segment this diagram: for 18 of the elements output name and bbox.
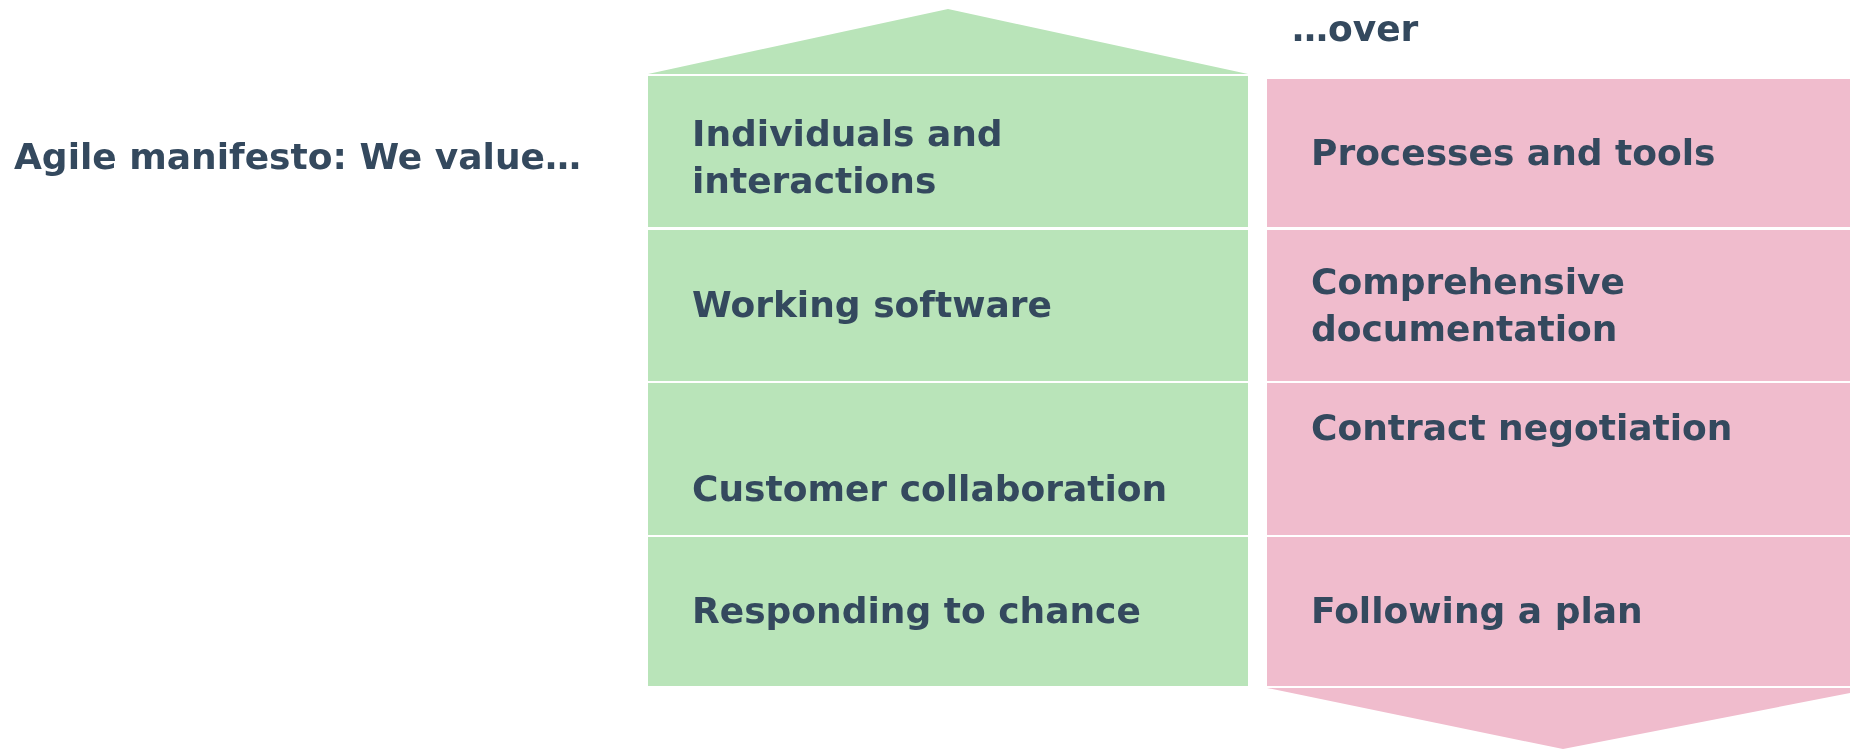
value-box <box>648 537 1248 686</box>
box-text: Individuals and interactions <box>692 112 1004 204</box>
box-text: Contract negotiation <box>1311 406 1733 450</box>
contrast-box <box>1267 230 1850 381</box>
value-box <box>648 230 1248 381</box>
value-box <box>648 383 1248 535</box>
box-text: Following a plan <box>1311 589 1643 634</box>
column-heading: …over <box>1292 8 1419 49</box>
box-text: Comprehensive documentation <box>1311 259 1626 351</box>
contrast-box <box>1267 383 1850 535</box>
box-text: Responding to chance <box>692 589 1141 634</box>
contrast-box <box>1267 537 1850 686</box>
box-text: Customer collaboration <box>692 467 1168 512</box>
contrast-box <box>1267 79 1850 227</box>
box-text: Processes and tools <box>1311 130 1716 175</box>
heading-text: Agile manifesto: We value… <box>14 136 581 177</box>
value-box <box>648 76 1248 227</box>
box-text: Working software <box>692 283 1052 328</box>
